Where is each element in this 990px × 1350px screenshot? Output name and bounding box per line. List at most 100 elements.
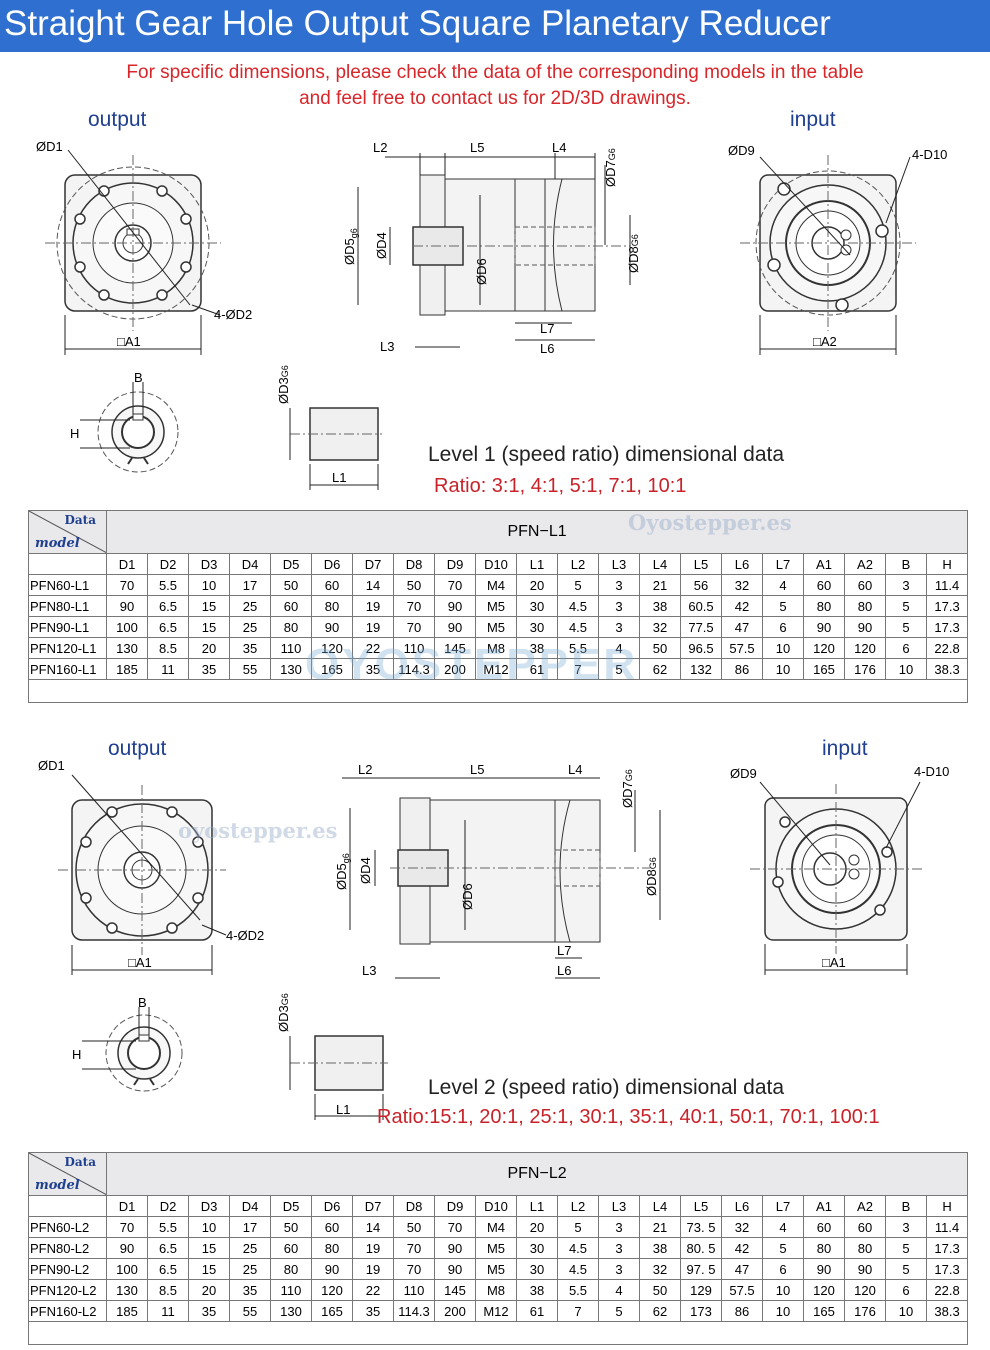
value-cell: 60 [311,1216,353,1238]
column-header: L3 [598,553,640,575]
value-cell: 80 [311,1237,353,1259]
svg-text:ØD7G6: ØD7G6 [603,148,618,187]
value-cell: 10 [762,658,804,680]
value-cell: 17.3 [925,1237,969,1259]
model-cell: PFN60-L1 [28,574,107,596]
value-cell: 21 [639,574,681,596]
value-cell: 11.4 [925,574,969,596]
value-cell: 3 [885,574,927,596]
label-d7: ØD7 [603,160,618,187]
side-section-drawing: L2 L5 L4 L3 L7 L6 ØD5g6 ØD4 ØD6 ØD7G6 ØD… [342,140,640,356]
value-cell: M5 [475,616,517,638]
column-header: D2 [147,553,189,575]
corner-diagonal [29,511,106,553]
level2-ratio: Ratio:15:1, 20:1, 25:1, 30:1, 35:1, 40:1… [377,1106,880,1128]
svg-text:ØD8G6: ØD8G6 [626,234,640,273]
value-cell: 114.3 [393,1300,435,1322]
model-cell: PFN120-L1 [28,637,107,659]
bore-sleeve-drawing: ØD3G6 L1 [276,365,382,490]
notice-line-1: For specific dimensions, please check th… [126,62,864,83]
value-cell: 20 [516,1216,558,1238]
value-cell: 80 [844,595,886,617]
value-cell: 120 [844,637,886,659]
label-l6-2: L6 [557,963,571,978]
column-header: D6 [311,1195,353,1217]
label-d8-sub-2: G6 [648,857,658,869]
column-header: D8 [393,1195,435,1217]
label-a1-input-2: □A1 [822,955,846,970]
value-cell: 80 [803,1237,845,1259]
column-header: D7 [352,553,394,575]
column-header: L1 [516,1195,558,1217]
value-cell: 130 [106,637,148,659]
column-header: D7 [352,1195,394,1217]
value-cell: 90 [434,595,476,617]
keyed-shaft-end-drawing: B H [70,370,179,473]
value-cell: 90 [311,1258,353,1280]
value-cell: 50 [393,574,435,596]
value-cell: 60 [270,595,312,617]
value-cell: 32 [639,616,681,638]
value-cell: 185 [106,658,148,680]
value-cell: 7 [557,1300,599,1322]
value-cell: 17.3 [925,595,969,617]
label-l2: L2 [373,140,387,155]
column-header: L7 [762,553,804,575]
label-d10: 4-D10 [912,147,947,162]
side-section-drawing-2: L2 L5 L4 L3 L7 L6 ØD5g6 ØD4 ØD6 ØD7G6 ØD… [334,762,661,979]
value-cell: 130 [106,1279,148,1301]
column-header-blank [28,553,107,575]
value-cell: 57.5 [721,637,763,659]
value-cell: 80. 5 [680,1237,722,1259]
label-a1-2: □A1 [128,955,152,970]
column-header: L6 [721,1195,763,1217]
value-cell: 6 [885,1279,927,1301]
table-empty-row [27,1321,969,1345]
column-header: A2 [844,553,886,575]
value-cell: M5 [475,1237,517,1259]
value-cell: 60 [844,574,886,596]
value-cell: 11 [147,1300,189,1322]
value-cell: M8 [475,637,517,659]
value-cell: 17 [229,1216,271,1238]
model-cell: PFN160-L1 [28,658,107,680]
value-cell: 38.3 [925,658,969,680]
column-header: A2 [844,1195,886,1217]
corner-model-label: model [35,1178,80,1193]
column-header: D9 [434,553,476,575]
value-cell: 165 [803,658,845,680]
label-d8-2: ØD8 [644,869,659,896]
label-l7-2: L7 [557,943,571,958]
value-cell: 5.5 [147,574,189,596]
column-header: L4 [639,553,681,575]
value-cell: 11 [147,658,189,680]
value-cell: 90 [803,616,845,638]
value-cell: 90 [803,1258,845,1280]
value-cell: M5 [475,595,517,617]
value-cell: 60.5 [680,595,722,617]
label-d1-2: ØD1 [38,760,65,773]
input-view-label: input [790,108,836,131]
value-cell: 5 [885,1258,927,1280]
value-cell: 14 [352,574,394,596]
value-cell: 4.5 [557,616,599,638]
page-title: Straight Gear Hole Output Square Planeta… [0,0,990,52]
value-cell: 173 [680,1300,722,1322]
value-cell: 35 [352,1300,394,1322]
value-cell: 86 [721,658,763,680]
output-front-view-drawing: ØD1 4-ØD2 □A1 [36,139,252,355]
value-cell: 114.3 [393,658,435,680]
value-cell: 30 [516,595,558,617]
value-cell: 5 [598,1300,640,1322]
label-d10-2: 4-D10 [914,764,949,779]
series-header: PFN−L1 [105,510,969,554]
label-d3-sub: G6 [280,365,290,377]
column-header: L5 [680,553,722,575]
value-cell: 90 [311,616,353,638]
value-cell: 5 [885,1237,927,1259]
